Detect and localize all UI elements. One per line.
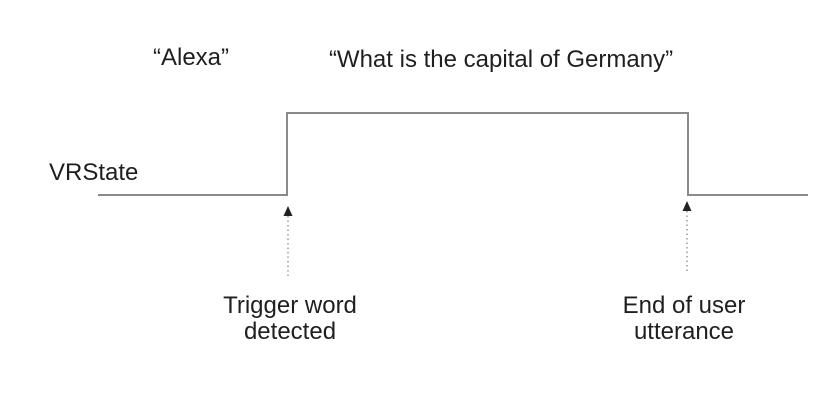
vrstate-signal-waveform [98, 112, 808, 196]
user-utterance-label: “What is the capital of Germany” [328, 46, 674, 73]
trigger-phrase-label: “Alexa” [152, 44, 230, 71]
falling-edge-annotation-line1: End of user [622, 292, 746, 319]
signal-name-label: VRState [49, 159, 139, 186]
falling-edge-annotation: End of user utterance [623, 293, 746, 345]
rising-edge-annotation-line2: detected [243, 318, 337, 345]
rising-edge-annotation: Trigger word detected [223, 293, 357, 345]
rising-edge-annotation-line1: Trigger word [223, 292, 357, 319]
falling-edge-arrowhead-icon [682, 201, 692, 211]
falling-edge-annotation-line2: utterance [633, 318, 735, 345]
rising-edge-arrowhead-icon [283, 206, 293, 216]
